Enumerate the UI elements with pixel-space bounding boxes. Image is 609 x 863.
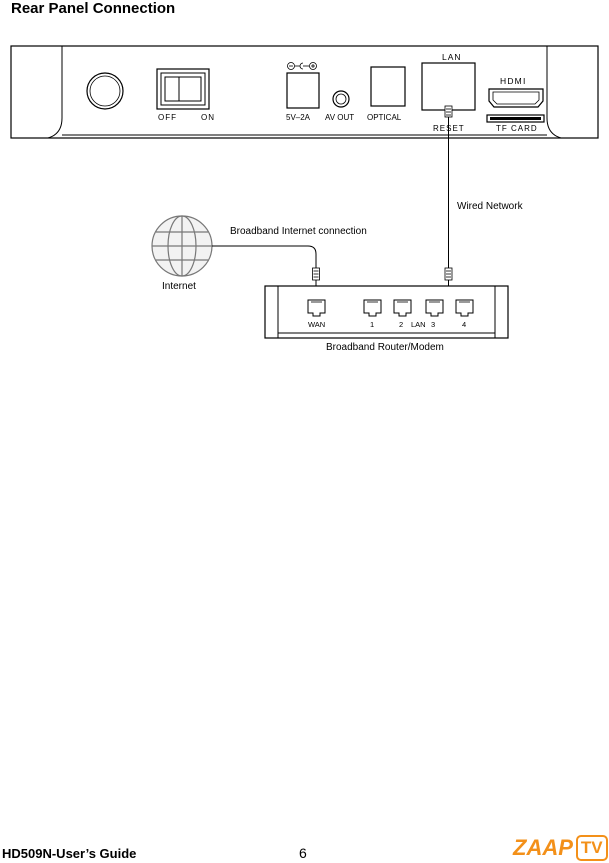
dc-power-jack: [286, 72, 320, 109]
zaap-tv-logo: ZAAP TV: [513, 834, 608, 862]
rear-panel: OFF ON 5V–2A AV OUT OPTICAL LAN RESET HD…: [10, 45, 599, 139]
router-wan-port: [307, 299, 326, 317]
switch-on-label: ON: [201, 113, 215, 122]
broadband-connection-label: Broadband Internet connection: [230, 226, 367, 237]
power-spec-label: 5V–2A: [286, 113, 311, 122]
guide-title: HD509N-User’s Guide: [2, 846, 137, 861]
av-out-label: AV OUT: [325, 113, 354, 122]
page-title: Rear Panel Connection: [11, 0, 176, 17]
router-wan-label: WAN: [308, 320, 325, 329]
tf-card-label: TF CARD: [496, 124, 538, 133]
router-port-4-label: 4: [462, 320, 466, 329]
switch-off-label: OFF: [158, 113, 177, 122]
globe-icon: [151, 215, 213, 277]
internet-label: Internet: [162, 281, 196, 292]
logo-tv-badge: TV: [575, 835, 608, 861]
router-label: Broadband Router/Modem: [326, 342, 444, 353]
hdmi-label: HDMI: [500, 76, 527, 86]
page-number: 6: [299, 845, 307, 861]
router-port-2-label: 2: [399, 320, 403, 329]
lan-label: LAN: [442, 52, 462, 62]
router-lan-port-3: [425, 299, 444, 317]
optical-label: OPTICAL: [367, 113, 402, 122]
lan-port: [421, 62, 476, 111]
power-button: [86, 72, 124, 110]
router-lan-port-4: [455, 299, 474, 317]
router-lan-port-1: [363, 299, 382, 317]
av-out-jack: [332, 90, 350, 108]
wan-cable: [212, 245, 320, 287]
hdmi-port: [488, 88, 544, 108]
logo-word: ZAAP: [513, 835, 573, 860]
optical-port: [370, 66, 406, 107]
router-lan-label: LAN: [411, 320, 426, 329]
lan-cable: [444, 105, 453, 287]
router-lan-port-2: [393, 299, 412, 317]
wired-network-label: Wired Network: [457, 201, 524, 212]
dc-polarity-icon: [287, 62, 317, 70]
router-port-3-label: 3: [431, 320, 435, 329]
power-switch: [156, 68, 210, 110]
router-port-1-label: 1: [370, 320, 374, 329]
